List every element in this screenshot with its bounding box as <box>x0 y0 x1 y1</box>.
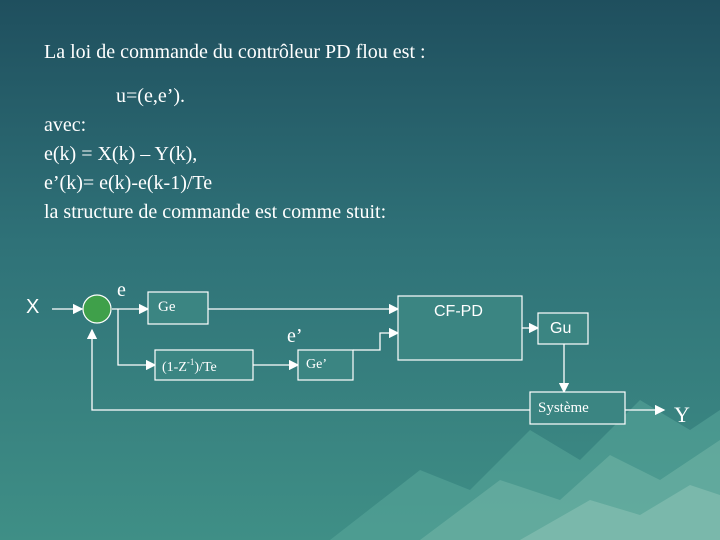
system-label: Système <box>538 401 589 416</box>
signal-label-de: e’ <box>287 326 303 346</box>
diff-prefix: (1-Z <box>162 360 187 375</box>
ge-gain-box <box>148 292 208 324</box>
signal-label-e: e <box>117 280 126 300</box>
diff-suffix: )/Te <box>194 360 216 375</box>
ge-label: Ge <box>158 300 176 315</box>
input-label-x: X <box>26 297 39 317</box>
summing-junction <box>83 295 111 323</box>
cfpd-label: CF-PD <box>434 304 483 320</box>
output-label-y: Y <box>674 404 690 426</box>
gu-label: Gu <box>550 321 571 337</box>
diff-operator-label: (1-Z-1)/Te <box>162 358 217 375</box>
gde-label: Ge’ <box>306 358 327 372</box>
gde-to-cfpd-line <box>353 333 398 350</box>
